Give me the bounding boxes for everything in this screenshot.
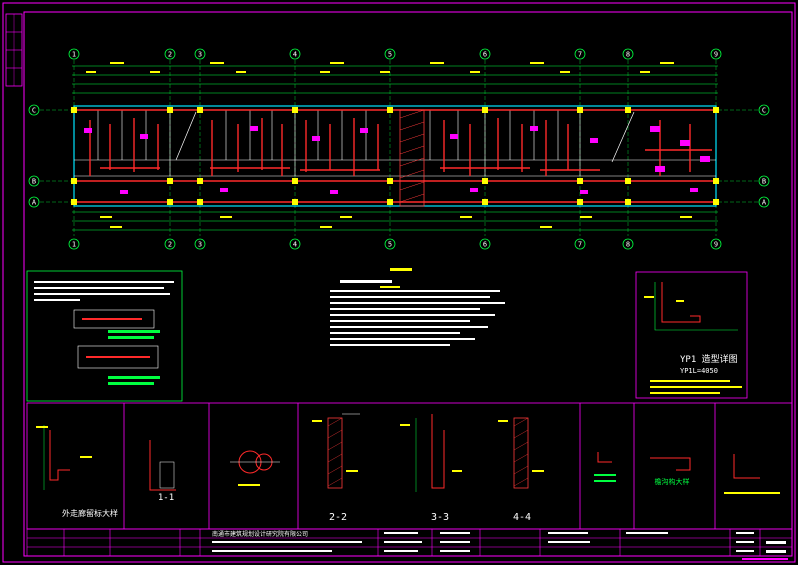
yp1-title: YP1 造型详图	[680, 353, 738, 365]
axis-label-1: 1	[72, 51, 76, 59]
notes-panel-left	[26, 270, 183, 402]
plan-dimensions-bottom	[72, 211, 718, 231]
plan-outer-walls	[73, 105, 717, 207]
axis-label-3-bottom: 3	[198, 241, 202, 249]
section-label-4-4: 4-4	[513, 512, 531, 523]
yp1-detail: YP1 造型详图 YP1L=4050	[635, 271, 748, 399]
detail-eave: 檐沟构大样	[650, 457, 691, 486]
plan-beams	[74, 109, 716, 203]
axis-label-5: 5	[388, 51, 392, 59]
section-2-2: 2-2	[312, 413, 360, 523]
axis-label-1-bottom: 1	[72, 241, 76, 249]
axis-labels-bottom: 1 2 3 4 5 6 7 8 9	[72, 241, 718, 249]
detail-eave-title: 檐沟构大样	[655, 477, 690, 486]
title-block	[26, 528, 793, 557]
axis-label-8-bottom: 8	[626, 241, 630, 249]
axis-label-3: 3	[198, 51, 202, 59]
plan-dimensions-top	[72, 65, 718, 94]
section-3-3: 3-3	[400, 414, 462, 523]
axis-label-6-bottom: 6	[483, 241, 487, 249]
notes-center	[330, 268, 505, 346]
axis-label-9: 9	[714, 51, 718, 59]
section-label-1-1: 1-1	[158, 493, 174, 503]
axis-label-c-left: C	[32, 107, 36, 115]
dimension-text-marks	[86, 62, 692, 228]
axis-label-9-bottom: 9	[714, 241, 718, 249]
column-tags	[84, 126, 710, 194]
axis-label-2: 2	[168, 51, 172, 59]
detail-gutter	[230, 450, 280, 486]
axis-label-4: 4	[293, 51, 297, 59]
detail-strip	[26, 402, 793, 530]
plan-partitions	[74, 110, 716, 177]
section-label-2-2: 2-2	[329, 512, 347, 523]
axis-labels-side: C B A C B A	[32, 107, 767, 207]
title-block-footer-marks	[742, 558, 788, 560]
axis-bubbles-side	[28, 104, 770, 208]
axis-label-b-left: B	[32, 178, 36, 186]
binding-strip	[5, 13, 23, 87]
axis-label-8: 8	[626, 51, 630, 59]
detail-outer-wall: 外走廊留标大样	[36, 425, 118, 518]
title-block-text-marks	[212, 532, 786, 553]
stair-diagonals	[175, 111, 635, 163]
detail-parapet	[594, 452, 616, 482]
detail-outer-wall-title: 外走廊留标大样	[62, 508, 118, 518]
axis-label-7-bottom: 7	[578, 241, 582, 249]
axis-label-2-bottom: 2	[168, 241, 172, 249]
axis-label-c-right: C	[762, 107, 766, 115]
axis-label-6: 6	[483, 51, 487, 59]
detail-1-1: 1-1	[149, 440, 176, 503]
detail-roof-edge	[724, 454, 780, 494]
axis-label-b-right: B	[762, 178, 766, 186]
drawing-frame	[23, 11, 793, 557]
axis-bubbles-bottom	[68, 238, 722, 250]
stair-hatch	[399, 109, 425, 207]
floor-plan	[40, 60, 760, 236]
axis-bubbles-top	[68, 48, 722, 60]
axis-labels-top: 1 2 3 4 5 6 7 8 9	[72, 51, 718, 59]
axis-label-7: 7	[578, 51, 582, 59]
yp1-subtitle: YP1L=4050	[680, 367, 718, 375]
axis-label-a-left: A	[32, 199, 37, 207]
axis-label-a-right: A	[762, 199, 767, 207]
section-label-3-3: 3-3	[431, 512, 449, 523]
columns	[71, 107, 719, 205]
section-4-4: 4-4	[498, 417, 544, 523]
axis-label-5-bottom: 5	[388, 241, 392, 249]
title-block-company: 南通市建筑规划设计研究院有限公司	[212, 530, 308, 538]
axis-label-4-bottom: 4	[293, 241, 297, 249]
